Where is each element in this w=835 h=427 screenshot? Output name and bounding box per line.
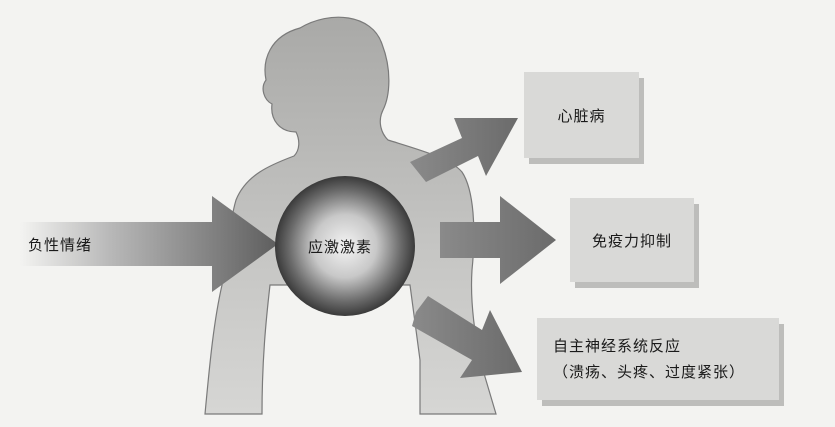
outcome-label: 心脏病 [557,106,606,125]
arrow-to-heart-disease [410,118,518,182]
outcome-label: 免疫力抑制 [591,231,672,250]
center-label: 应激激素 [308,238,373,256]
outcome-box-heart-disease: 心脏病 [524,72,639,158]
input-arrow [20,196,278,292]
stress-hormone-core [275,176,415,316]
input-label: 负性情绪 [28,236,93,254]
arrow-to-immune-suppression [440,196,556,284]
outcome-box-autonomic-response: 自主神经系统反应 （溃疡、头疼、过度紧张） [537,318,779,400]
outcome-box-immune-suppression: 免疫力抑制 [570,198,694,282]
outcome-label: 自主神经系统反应 [553,337,682,355]
outcome-sublabel: （溃疡、头疼、过度紧张） [553,363,746,381]
arrow-to-autonomic-response [412,296,522,378]
